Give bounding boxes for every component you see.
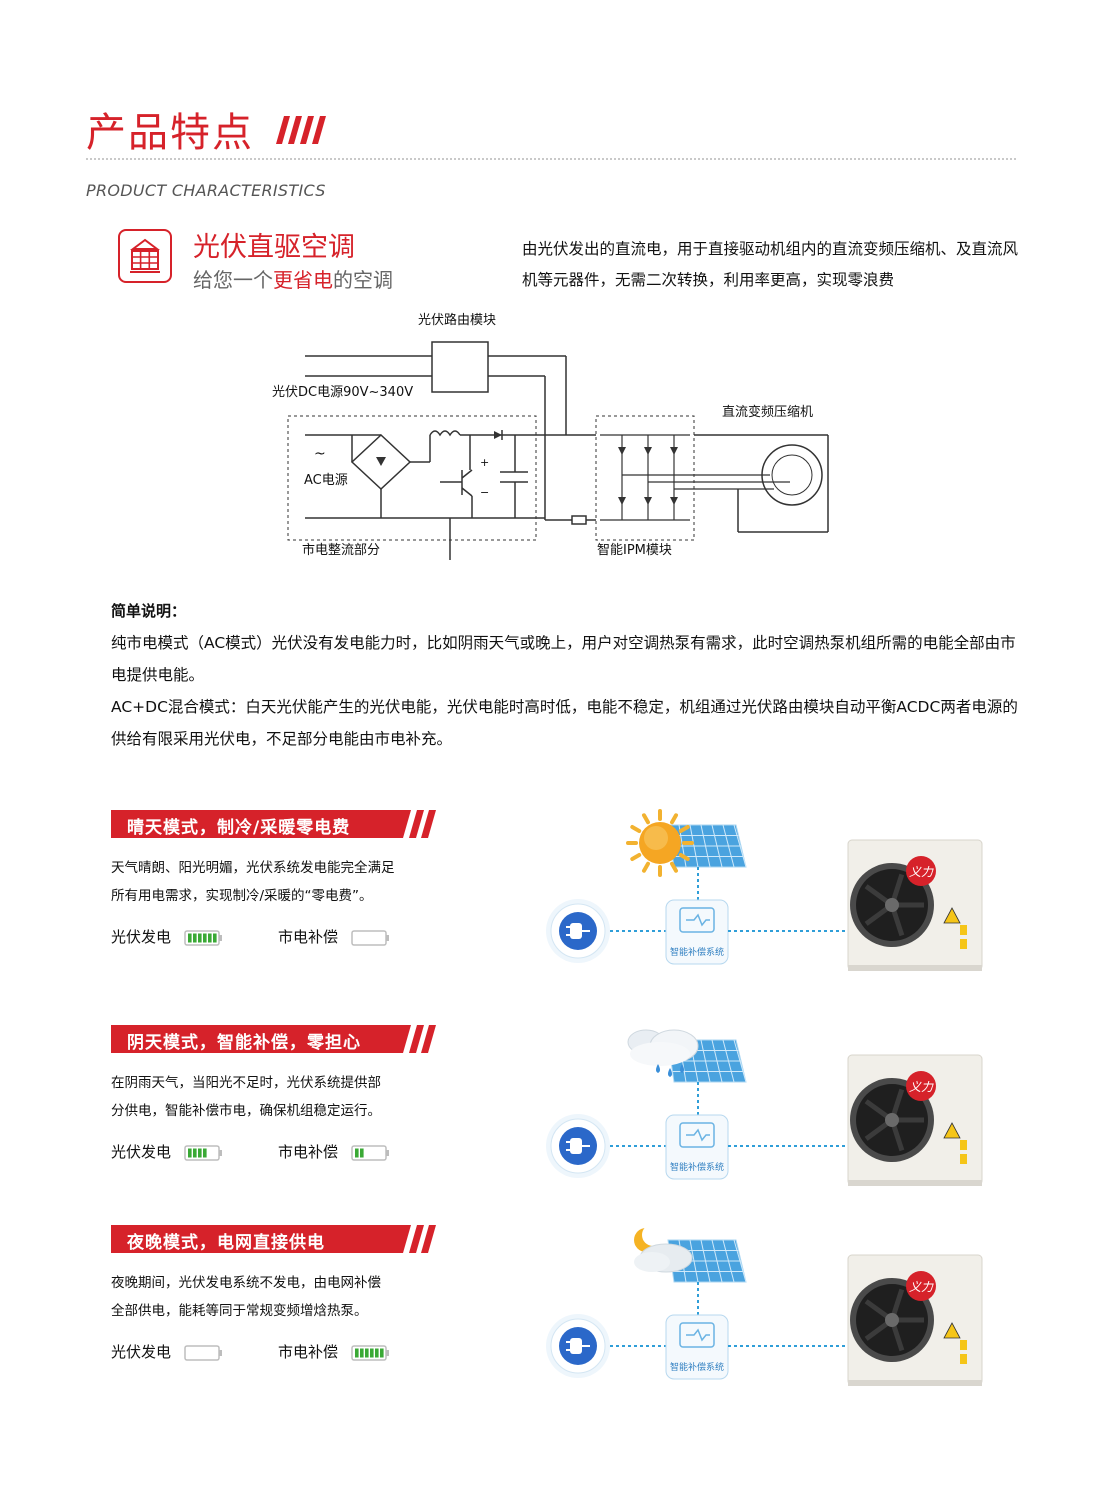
mode-desc-line: 在阴雨天气，当阳光不足时，光伏系统提供部	[111, 1075, 381, 1091]
title-slashes-decoration	[276, 116, 326, 144]
router-box	[431, 341, 489, 393]
mode-desc-line: 全部供电，能耗等同于常规变频增焓热泵。	[111, 1303, 368, 1319]
heat-pump-unit-image: 义力	[847, 1254, 983, 1386]
solar-panel-icon	[118, 229, 172, 283]
feature-description: 由光伏发出的直流电，用于直接驱动机组内的直流变频压缩机、及直流风机等元器件，无需…	[522, 240, 1019, 289]
header-divider	[86, 158, 1016, 160]
pv-label: 光伏发电	[111, 1343, 172, 1361]
power-plug-icon	[546, 899, 610, 963]
feature-tagline: 给您一个更省电的空调	[193, 264, 393, 293]
compressor-motor	[761, 444, 823, 506]
mode-title: 阴天模式，智能补偿，零担心	[127, 1033, 361, 1053]
pv-battery-icon	[184, 930, 222, 946]
svg-text:义力: 义力	[909, 1280, 934, 1294]
smart-compensation-system-icon: 智能补偿系统	[665, 1314, 729, 1380]
grid-label: 市电补偿	[278, 1343, 339, 1361]
ac-source-label: AC电源	[304, 473, 348, 488]
page-subtitle: PRODUCT CHARACTERISTICS	[86, 181, 326, 200]
tagline-pre: 给您一个	[193, 268, 273, 292]
mode-title: 晴天模式，制冷/采暖零电费	[127, 818, 351, 838]
svg-text:~: ~	[314, 446, 326, 462]
mode-description: 在阴雨天气，当阳光不足时，光伏系统提供部分供电，智能补偿市电，确保机组稳定运行。	[111, 1069, 441, 1125]
mode-desc-line: 分供电，智能补偿市电，确保机组稳定运行。	[111, 1103, 381, 1119]
tagline-highlight: 更省电	[273, 268, 333, 292]
brief-paragraph-acdc: AC+DC混合模式：白天光伏能产生的光伏电能，光伏电能时高时低，电能不稳定，机组…	[111, 698, 1018, 748]
banner-slashes-icon	[111, 810, 441, 838]
mode-banner: 阴天模式，智能补偿，零担心	[111, 1025, 441, 1053]
svg-text:义力: 义力	[909, 865, 934, 879]
mode-scene-illustration: 智能补偿系统 义力	[546, 1029, 983, 1186]
feature-title: 光伏直驱空调	[193, 232, 355, 263]
mode-banner: 夜晚模式，电网直接供电	[111, 1225, 441, 1253]
heat-pump-unit-image: 义力	[847, 839, 983, 971]
dc-source-label: 光伏DC电源90V~340V	[272, 385, 413, 400]
solar-panel-icon	[667, 824, 747, 868]
page-title: 产品特点	[86, 110, 254, 156]
pv-label: 光伏发电	[111, 928, 172, 946]
mode-desc-line: 所有用电需求，实现制冷/采暖的“零电费”。	[111, 888, 373, 904]
pv-battery-icon	[184, 1345, 222, 1361]
mode-desc-line: 夜晚期间，光伏发电系统不发电，由电网补偿	[111, 1275, 381, 1291]
grid-battery-icon	[351, 930, 389, 946]
grid-label: 市电补偿	[278, 1143, 339, 1161]
svg-text:−: −	[480, 486, 489, 499]
grid-battery-icon	[351, 1345, 389, 1361]
circuit-diagram: 光伏路由模块 光伏DC电源90V~340V 市电整流部分 ~ AC电源 + − …	[272, 312, 829, 560]
compressor-label: 直流变频压缩机	[722, 404, 813, 420]
rain-cloud-icon	[627, 1029, 699, 1077]
ipm-label: 智能IPM模块	[597, 543, 672, 558]
ipm-box	[595, 415, 695, 541]
mode-title: 夜晚模式，电网直接供电	[127, 1233, 325, 1253]
sun-icon	[626, 809, 694, 877]
pv-label: 光伏发电	[111, 1143, 172, 1161]
mode-banner: 晴天模式，制冷/采暖零电费	[111, 810, 441, 838]
svg-text:+: +	[480, 456, 489, 469]
tagline-post: 的空调	[333, 268, 393, 292]
banner-slashes-icon	[111, 1225, 441, 1253]
mode-description: 天气晴朗、阳光明媚，光伏系统发电能完全满足所有用电需求，实现制冷/采暖的“零电费…	[111, 854, 441, 910]
inductor	[429, 430, 461, 437]
mode-desc-line: 天气晴朗、阳光明媚，光伏系统发电能完全满足	[111, 860, 395, 876]
svg-text:义力: 义力	[909, 1080, 934, 1094]
heat-pump-unit-image: 义力	[847, 1054, 983, 1186]
smart-compensation-system-icon: 智能补偿系统	[665, 1114, 729, 1180]
svg-text:智能补偿系统: 智能补偿系统	[670, 946, 724, 958]
power-plug-icon	[546, 1114, 610, 1178]
mode-scene-illustration: 智能补偿系统 义力	[546, 809, 983, 971]
smart-compensation-system-icon: 智能补偿系统	[665, 899, 729, 965]
brief-paragraph-ac: 纯市电模式（AC模式）光伏没有发电能力时，比如阴雨天气或晚上，用户对空调热泵有需…	[111, 634, 1016, 684]
svg-text:智能补偿系统: 智能补偿系统	[670, 1161, 724, 1173]
grid-label: 市电补偿	[278, 928, 339, 946]
router-label: 光伏路由模块	[418, 312, 496, 328]
mode-description: 夜晚期间，光伏发电系统不发电，由电网补偿全部供电，能耗等同于常规变频增焓热泵。	[111, 1269, 441, 1325]
power-plug-icon	[546, 1314, 610, 1378]
grid-battery-icon	[351, 1145, 389, 1161]
banner-slashes-icon	[111, 1025, 441, 1053]
moon-cloud-icon	[634, 1224, 693, 1273]
brief-heading: 简单说明：	[111, 602, 187, 620]
pv-battery-icon	[184, 1145, 222, 1161]
mode-scene-illustration: 智能补偿系统 义力	[546, 1224, 983, 1386]
svg-text:智能补偿系统: 智能补偿系统	[670, 1361, 724, 1373]
rectifier-label: 市电整流部分	[302, 542, 380, 558]
